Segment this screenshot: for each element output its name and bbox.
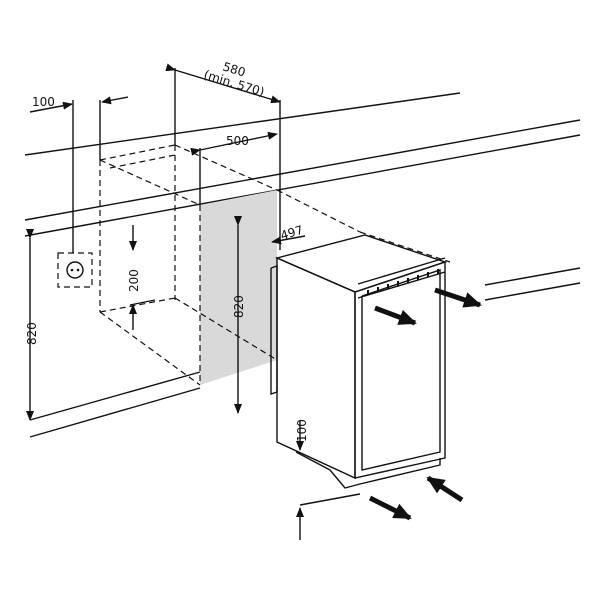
dim-500-label: 500	[226, 134, 249, 148]
vent-grille	[357, 257, 446, 299]
dim-497-label: 497	[279, 223, 305, 243]
dim-100-socket-label: 100	[32, 95, 55, 109]
dim-580-label: 580	[221, 59, 247, 79]
dim-200-label: 200	[127, 269, 141, 292]
air-out-arrow	[434, 287, 482, 308]
air-out-arrow	[374, 305, 417, 326]
airflow-arrows	[368, 287, 482, 521]
cabinet-lines	[24, 92, 581, 506]
air-in-arrow	[368, 495, 412, 521]
appliance	[270, 234, 448, 489]
power-socket	[57, 252, 93, 288]
dim-100-plinth-label: 100	[295, 419, 309, 442]
air-in-arrow	[426, 475, 464, 503]
dimension-lines	[26, 63, 331, 540]
dim-820-niche-label: 820	[25, 322, 39, 345]
niche-outline	[99, 144, 451, 386]
dim-820-appliance-label: 820	[232, 295, 246, 318]
